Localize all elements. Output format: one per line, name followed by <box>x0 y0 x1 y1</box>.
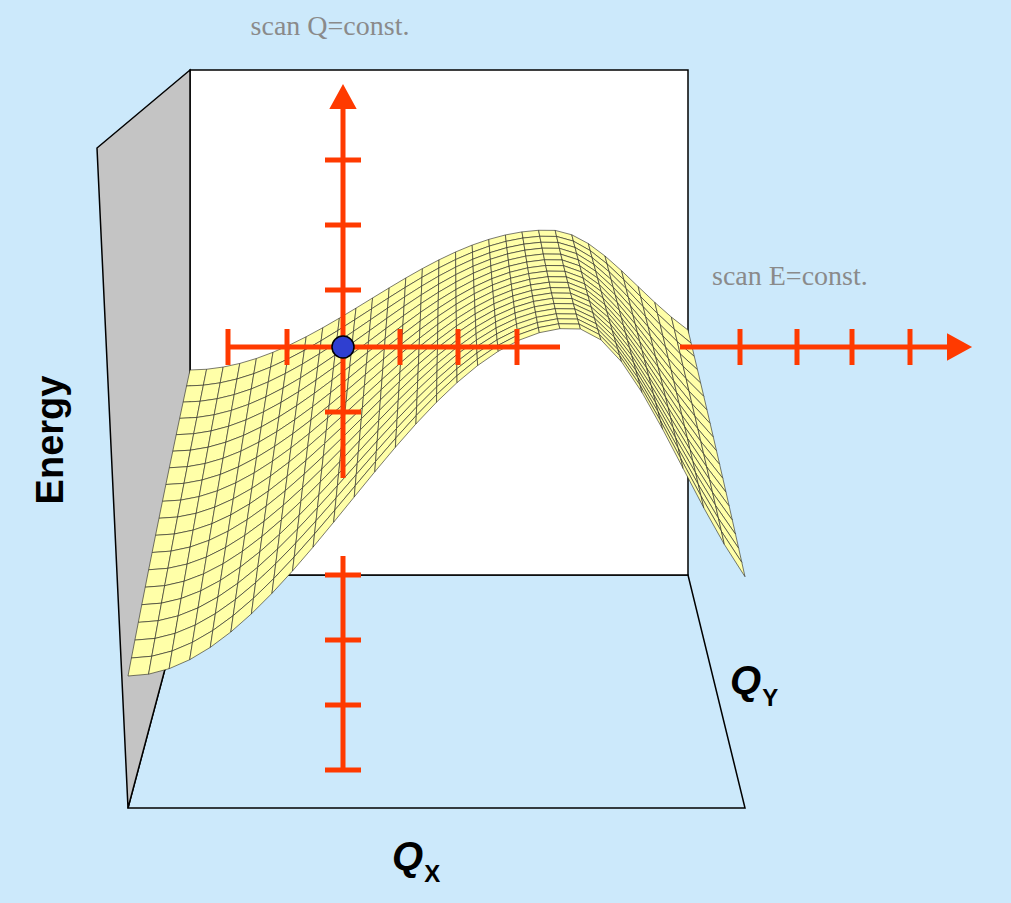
surface-mesh-cell <box>656 403 678 448</box>
surface-mesh-cell <box>540 236 558 242</box>
surface-mesh-cell <box>210 616 233 648</box>
surface-mesh-cell <box>395 415 416 447</box>
surface-mesh-cell <box>145 568 168 587</box>
measurement-point <box>332 336 354 358</box>
tick-mark <box>515 329 520 365</box>
tick-mark <box>850 329 855 365</box>
surface-mesh-cell <box>548 277 568 283</box>
surface-mesh-cell <box>681 459 704 508</box>
tick-mark <box>285 329 290 365</box>
surface-mesh-cell <box>251 578 273 613</box>
surface-mesh-cell <box>135 621 158 640</box>
surface-mesh-cell <box>518 328 539 341</box>
tick-mark <box>325 768 361 773</box>
surface-mesh-cell <box>128 656 152 676</box>
surface-mesh-cell <box>556 314 577 319</box>
surface-mesh-cell <box>543 254 562 260</box>
surface-mesh-cell <box>553 298 574 303</box>
surface-mesh-cell <box>698 485 721 532</box>
surface-mesh-cell <box>701 496 724 544</box>
tick-mark <box>325 638 361 643</box>
tick-mark <box>325 573 361 578</box>
scan-line <box>680 345 955 350</box>
surface-mesh-cell <box>545 260 564 266</box>
surface-mesh-cell <box>539 230 557 236</box>
surface-mesh-cell <box>142 586 165 605</box>
arrow-head <box>948 335 970 359</box>
surface-mesh-cell <box>616 343 638 378</box>
surface-mesh-cell <box>554 304 575 309</box>
back-wall <box>190 70 688 575</box>
surface-mesh-cell <box>660 421 683 469</box>
surface-mesh-cell <box>555 309 576 314</box>
surface-mesh-cell <box>354 461 375 496</box>
surface-mesh-cell <box>598 329 620 356</box>
scan-line <box>228 345 560 350</box>
tick-mark <box>456 329 461 365</box>
floor-plane <box>128 575 745 808</box>
surface-mesh-cell <box>416 395 437 424</box>
surface-mesh-cell <box>149 651 173 674</box>
axis-title: Q <box>730 660 761 700</box>
surface-mesh-cell <box>293 534 315 571</box>
tick-mark <box>325 223 361 228</box>
surface-mesh-cell <box>721 532 745 577</box>
tick-mark <box>325 410 361 415</box>
scan-axes <box>228 86 970 770</box>
tick-mark <box>795 329 800 365</box>
surface-mesh-cell <box>547 271 567 277</box>
surface-mesh-cell <box>334 486 356 523</box>
arrow-head <box>331 86 355 108</box>
axis-subscript: Y <box>762 686 778 710</box>
surface-mesh-cell <box>542 248 561 254</box>
surface-mesh-cell <box>149 551 171 570</box>
dispersion-surface <box>128 230 745 676</box>
surface-mesh-cell <box>579 324 601 340</box>
surface-mesh-cell <box>272 557 294 593</box>
surface-mesh-cell <box>313 510 335 547</box>
tick-mark <box>226 329 231 365</box>
surface-mesh-cell <box>159 500 181 518</box>
scan-label: scan Q=const. <box>251 12 410 40</box>
surface-mesh-cell <box>549 282 569 288</box>
surface-mesh-cell <box>658 412 681 459</box>
surface-mesh-cell <box>156 517 178 535</box>
tick-mark <box>398 329 403 365</box>
surface-mesh-cell <box>546 265 565 271</box>
surface-mesh-cell <box>131 638 155 658</box>
tick-mark <box>325 703 361 708</box>
surface-mesh-cell <box>599 335 621 362</box>
surface-mesh-cell <box>538 324 560 333</box>
surface-mesh-cell <box>152 534 174 552</box>
surface-mesh-cell <box>678 448 701 496</box>
surface-mesh-cell <box>190 630 213 659</box>
surface-mesh-cell <box>558 319 580 324</box>
surface-mesh-cell <box>550 288 570 294</box>
axis-title: Energy <box>31 376 69 505</box>
surface-mesh-cell <box>552 293 572 299</box>
tick-mark <box>325 158 361 163</box>
surface-mesh-cell <box>437 376 458 403</box>
tick-mark <box>738 329 743 365</box>
surface-mesh-cell <box>375 438 396 472</box>
surface-mesh-cell <box>559 324 581 329</box>
surface-mesh-cell <box>231 598 254 632</box>
surface-mesh-cell <box>541 242 559 248</box>
surface-mesh-cell <box>169 642 192 668</box>
surface-mesh-cell <box>620 356 642 393</box>
surface-mesh-cell <box>640 385 663 429</box>
axis-title: Q <box>392 836 423 876</box>
scan-label: scan E=const. <box>712 262 868 290</box>
scan-line <box>341 556 346 770</box>
surface-mesh-cell <box>138 603 161 622</box>
tick-mark <box>325 288 361 293</box>
tick-mark <box>908 329 913 365</box>
axis-subscript: X <box>424 862 440 886</box>
